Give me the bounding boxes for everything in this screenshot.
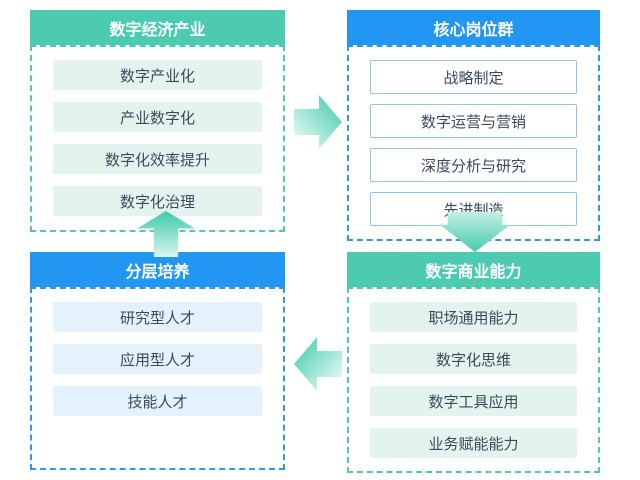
box-layered-training: 分层培养 研究型人才 应用型人才 技能人才 [30, 252, 285, 470]
arrow-left-icon [294, 337, 342, 391]
list-item: 数字化效率提升 [53, 144, 262, 174]
list-item: 战略制定 [370, 60, 577, 94]
list-item: 职场通用能力 [370, 302, 577, 332]
box-body: 研究型人才 应用型人才 技能人才 [30, 287, 285, 470]
list-item: 数字化思维 [370, 344, 577, 374]
box-body: 数字产业化 产业数字化 数字化效率提升 数字化治理 [30, 45, 285, 232]
list-item: 数字化治理 [53, 186, 262, 216]
box-digital-economy-industry: 数字经济产业 数字产业化 产业数字化 数字化效率提升 数字化治理 [30, 10, 285, 232]
list-item: 应用型人才 [53, 344, 262, 374]
box-title: 数字商业能力 [425, 263, 522, 281]
list-item: 技能人才 [53, 386, 262, 416]
list-item: 深度分析与研究 [370, 148, 577, 182]
list-item: 数字产业化 [53, 60, 262, 90]
box-header-digital-business-capability: 数字商业能力 [347, 252, 600, 287]
box-body: 职场通用能力 数字化思维 数字工具应用 业务赋能能力 [347, 287, 600, 473]
box-body: 战略制定 数字运营与营销 深度分析与研究 先进制造 [347, 45, 600, 241]
list-item: 产业数字化 [53, 102, 262, 132]
list-item: 数字工具应用 [370, 386, 577, 416]
box-title: 核心岗位群 [433, 21, 514, 39]
box-header-digital-economy-industry: 数字经济产业 [30, 10, 285, 45]
list-item: 业务赋能能力 [370, 428, 577, 458]
list-item: 数字运营与营销 [370, 104, 577, 138]
box-header-layered-training: 分层培养 [30, 252, 285, 287]
arrow-down-icon [440, 212, 510, 252]
box-title: 分层培养 [125, 263, 190, 281]
arrow-right-icon [294, 95, 342, 149]
box-digital-business-capability: 数字商业能力 职场通用能力 数字化思维 数字工具应用 业务赋能能力 [347, 252, 600, 473]
box-title: 数字经济产业 [109, 21, 206, 39]
box-core-position-group: 核心岗位群 战略制定 数字运营与营销 深度分析与研究 先进制造 [347, 10, 600, 241]
list-item: 研究型人才 [53, 302, 262, 332]
box-header-core-position-group: 核心岗位群 [347, 10, 600, 45]
